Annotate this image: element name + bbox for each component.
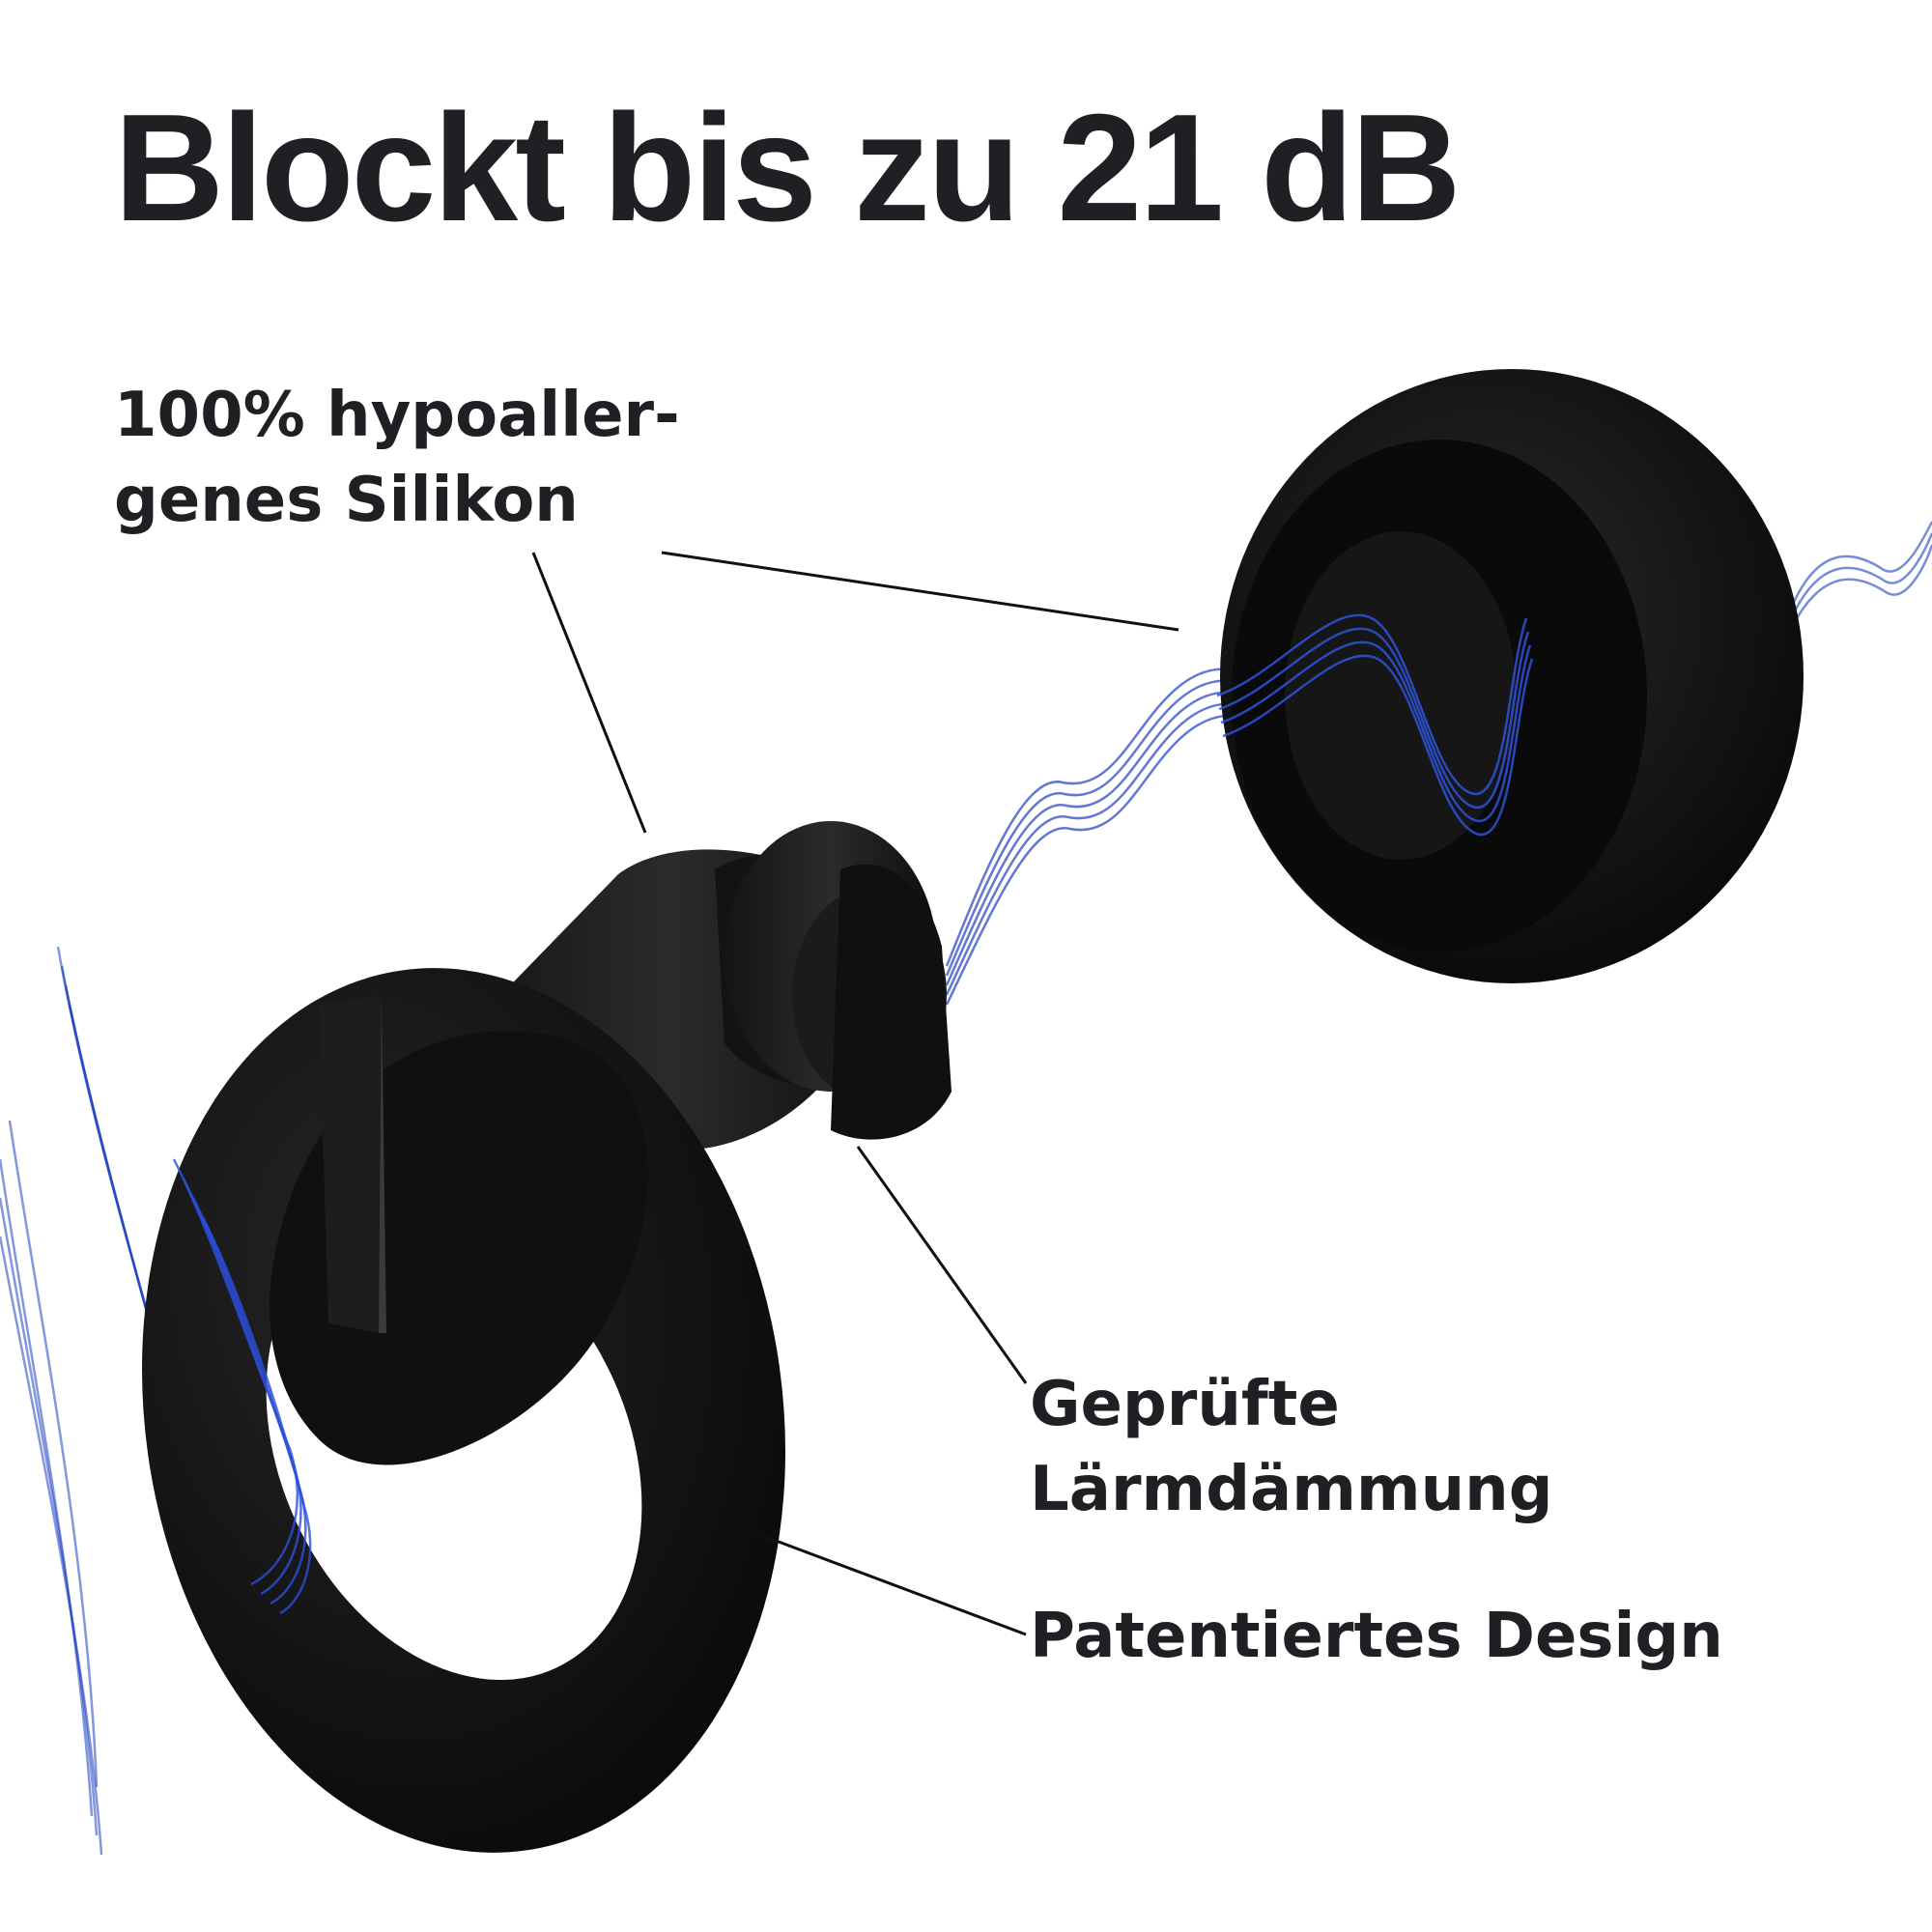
eartip-illustration xyxy=(1220,369,1804,983)
callout-material-line2: genes Silikon xyxy=(114,465,579,536)
leader-line-material-tip xyxy=(661,551,1179,632)
callout-noise-line2: Lärmdämmung xyxy=(1030,1454,1553,1525)
leader-line-noise xyxy=(856,1146,1028,1384)
callout-design-line1: Patentiertes Design xyxy=(1030,1601,1723,1672)
leader-line-material-stem xyxy=(531,552,647,834)
sound-wave-inner-icon xyxy=(1216,613,1534,837)
sound-wave-front-icon xyxy=(172,1158,312,1615)
callout-material: 100% hypoaller- genes Silikon xyxy=(114,373,680,543)
leader-line-design xyxy=(762,1534,1027,1636)
headline: Blockt bis zu 21 dB xyxy=(114,83,1462,253)
leader-lines xyxy=(531,551,1179,1636)
callout-noise: Geprüfte Lärmdämmung xyxy=(1030,1362,1553,1532)
sound-wave-right-icon xyxy=(1785,521,1932,639)
earplug-illustration xyxy=(141,821,952,1853)
callout-design: Patentiertes Design xyxy=(1030,1594,1723,1679)
callout-material-line1: 100% hypoaller- xyxy=(114,380,680,451)
callout-noise-line1: Geprüfte xyxy=(1030,1369,1340,1440)
